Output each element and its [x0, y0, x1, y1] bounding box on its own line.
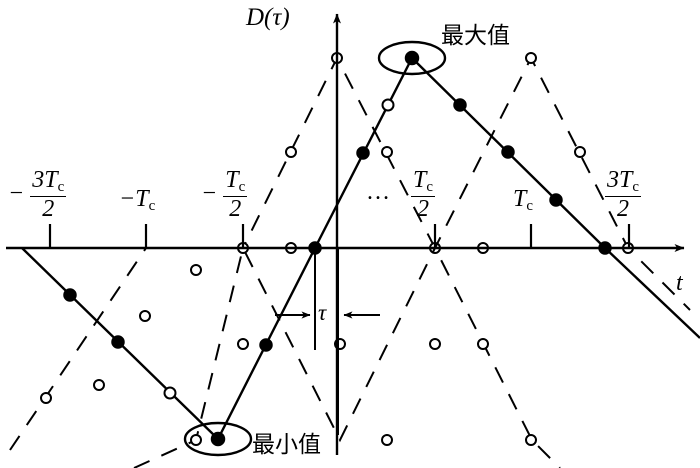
x-tick-label-pos-tc-2: Tc 2: [411, 167, 435, 222]
fraction: Tc 2: [223, 167, 248, 222]
fraction: 3Tc 2: [30, 167, 67, 222]
fraction-denominator: 2: [616, 195, 629, 222]
minimum-callout-ellipse: [183, 421, 253, 457]
fraction-numerator: 3Tc: [30, 167, 67, 197]
x-tick-label-pos-3tc-2: 3Tc 2: [605, 167, 641, 222]
maximum-value-label: 最大值: [441, 23, 510, 49]
ellipsis-label: …: [366, 179, 392, 205]
fraction-numerator: 3Tc: [605, 167, 641, 197]
fraction-denominator: 2: [229, 195, 242, 222]
dashed-curve-left-offset: [9, 52, 561, 468]
minus-sign: −: [201, 180, 218, 207]
x-axis-label: t: [676, 270, 683, 296]
fraction-numerator: Tc: [411, 167, 435, 197]
x-tick-label-neg-3tc-2: − 3Tc 2: [8, 167, 67, 222]
main-curve-open-markers: [163, 98, 395, 400]
y-axis-label: D(τ): [246, 4, 290, 31]
dashed-curve-right-offset: [133, 52, 691, 468]
tau-measure-group: [275, 248, 380, 435]
tau-label: τ: [318, 300, 327, 325]
fraction-numerator: Tc: [223, 167, 248, 197]
minus-sign: −: [8, 180, 25, 207]
minimum-value-label: 最小值: [252, 432, 321, 458]
fraction-denominator: 2: [42, 195, 55, 222]
fraction: 3Tc 2: [605, 167, 641, 222]
minus-sign: −: [119, 186, 136, 212]
x-tick-label-neg-tc: −Tc: [119, 186, 156, 215]
x-tick-label-pos-tc: Tc: [513, 186, 533, 215]
axis-group: [6, 13, 685, 455]
fraction-denominator: 2: [416, 195, 429, 222]
x-tick-label-neg-tc-2: − Tc 2: [201, 167, 248, 222]
maximum-callout-ellipse: [377, 40, 447, 76]
fraction: Tc 2: [411, 167, 435, 222]
x-axis-ticks: [48, 224, 631, 248]
